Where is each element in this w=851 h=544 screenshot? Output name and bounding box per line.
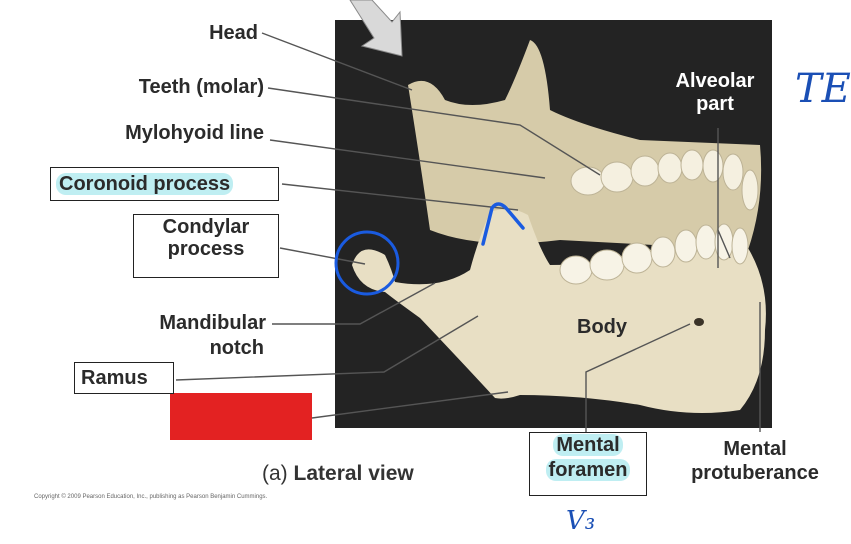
leader-ramus [175, 315, 479, 381]
handwriting-nerve-label: V₃ [566, 506, 596, 536]
condylar-line-2: process [167, 238, 245, 260]
leader-mandibular [272, 282, 436, 325]
mandible-far-side [408, 40, 762, 250]
label-mandibular-notch-1: Mandibular [159, 312, 266, 334]
condyle-circle-annotation [334, 230, 400, 296]
label-mandibular-notch-2: notch [209, 337, 264, 359]
label-coronoid-process: Coronoid process [50, 167, 279, 201]
leader-coronoid [281, 183, 519, 211]
label-mental-foramen: Mental foramen [529, 432, 647, 496]
mental-foramen-line-1: Mental [536, 434, 640, 456]
label-teeth-molar: Teeth (molar) [138, 76, 264, 98]
leader-condylar [279, 247, 366, 265]
caption-text: Lateral view [293, 462, 414, 485]
caption-letter: (a) [262, 462, 288, 485]
leader-alveolar [717, 128, 731, 268]
leader-head [261, 32, 413, 91]
label-condylar-process: Condylar process [133, 214, 279, 278]
condylar-line-1: Condylar [162, 216, 250, 238]
label-mylohyoid-line: Mylohyoid line [125, 122, 264, 144]
label-alveolar-part-1: Alveolar [675, 70, 755, 92]
handwriting-top-right: TE [795, 66, 851, 112]
leader-mental-foramen [585, 323, 691, 432]
label-mental-protuberance-2: protuberance [691, 462, 819, 484]
mental-foramen-hole [694, 318, 704, 326]
label-ramus: Ramus [74, 362, 174, 394]
figure-caption: (a) Lateral view [262, 462, 414, 486]
highlight-coronoid: Coronoid process [56, 173, 234, 195]
leader-angle [311, 391, 509, 419]
copyright-text: Copyright © 2009 Pearson Education, Inc.… [34, 494, 268, 500]
label-mental-protuberance-1: Mental [723, 438, 787, 460]
label-alveolar-part-2: part [696, 93, 734, 115]
label-body: Body [577, 316, 627, 338]
coronoid-mark-annotation [481, 202, 525, 246]
label-head: Head [209, 22, 258, 44]
mental-foramen-line-2: foramen [536, 459, 640, 481]
leader-teeth [267, 87, 601, 176]
red-cover-box [170, 393, 312, 440]
direction-arrow-icon [349, 0, 403, 57]
leader-lines [175, 32, 761, 432]
leader-mylohyoid [269, 139, 546, 179]
